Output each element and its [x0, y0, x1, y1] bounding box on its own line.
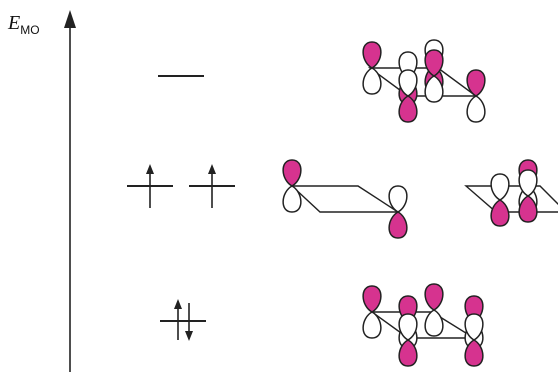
orbital-picture-lowest — [362, 283, 484, 367]
lowest-atom-1-top-lobe — [362, 285, 382, 313]
energy-subscript: MO — [20, 23, 40, 37]
upper-atom-1-top-lobe — [362, 41, 382, 69]
ring-frame-degenerate-left — [290, 185, 401, 213]
lowest-atom-6-bottom-lobe — [464, 339, 484, 367]
energy-axis-label: EMO — [8, 12, 40, 37]
lowest-atom-6-top-lobe — [464, 313, 484, 341]
degenerate-left-atom-2-bottom-lobe — [388, 211, 408, 239]
ring-frame-upper — [367, 67, 479, 97]
degenerate-left-atom-1-top-lobe — [282, 159, 302, 187]
upper-atom-5-top-lobe — [466, 69, 486, 97]
degenerate-left-atom-1-bottom-lobe — [282, 185, 302, 213]
degenerate-left-atom-2-top-lobe — [388, 185, 408, 213]
energy-axis-arrowhead — [64, 10, 76, 28]
energy-axis — [64, 10, 76, 372]
degenerate-right-atom-3-bottom-lobe — [518, 195, 538, 223]
lowest-atom-5-top-lobe — [398, 313, 418, 341]
orbital-picture-degenerate-left — [282, 159, 408, 239]
lowest-atom-2-top-lobe — [424, 283, 444, 311]
electron-down-arrow — [185, 303, 193, 341]
energy-symbol: E — [8, 12, 21, 34]
ring-frame-degenerate-right — [464, 185, 558, 213]
electron-up-arrow — [174, 299, 182, 340]
orbital-picture-upper — [362, 39, 486, 123]
upper-atom-6-bottom-lobe — [398, 95, 418, 123]
degenerate-right-atom-1-bottom-lobe — [490, 199, 510, 227]
degenerate-level — [127, 164, 235, 208]
lowest-atom-1-bottom-lobe — [362, 311, 382, 339]
ring-frame-lowest — [369, 311, 477, 339]
lowest-atom-2-bottom-lobe — [424, 309, 444, 337]
orbital-picture-degenerate-right — [464, 159, 558, 227]
degenerate-right-atom-3-top-lobe — [518, 169, 538, 197]
upper-atom-4-top-lobe — [424, 49, 444, 77]
electron-up-arrow-right — [208, 164, 216, 208]
electron-up-arrow-left — [146, 164, 154, 208]
upper-atom-5-bottom-lobe — [466, 95, 486, 123]
degenerate-right-atom-1-top-lobe — [490, 173, 510, 201]
upper-atom-4-bottom-lobe — [424, 75, 444, 103]
lowest-level — [160, 299, 206, 341]
lowest-atom-5-bottom-lobe — [398, 339, 418, 367]
upper-atom-1-bottom-lobe — [362, 67, 382, 95]
upper-atom-6-top-lobe — [398, 69, 418, 97]
